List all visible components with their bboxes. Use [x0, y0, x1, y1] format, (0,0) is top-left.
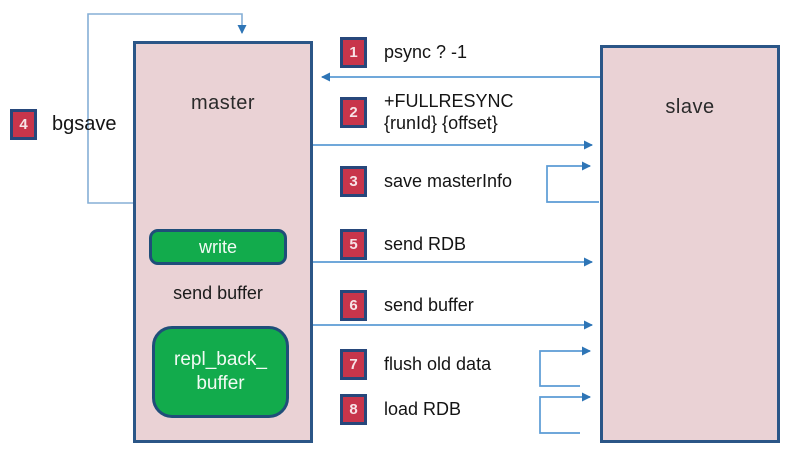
- step-number-badge: 2: [340, 96, 367, 128]
- loop-save-masterinfo: [546, 161, 599, 203]
- step-psync: 1 psync ? -1: [340, 37, 467, 68]
- step-send-buffer: 6 send buffer: [340, 290, 474, 321]
- write-node: write: [149, 229, 287, 265]
- loop-bgsave: [87, 13, 247, 204]
- loop-flush-old-data: [539, 346, 591, 387]
- step-send-rdb: 5 send RDB: [340, 229, 466, 260]
- step-flush-old-data: 7 flush old data: [340, 349, 491, 380]
- step-number-badge: 7: [340, 349, 367, 380]
- step-save-masterinfo: 3 save masterInfo: [340, 166, 512, 197]
- step-bgsave: 4 bgsave: [10, 109, 117, 140]
- step-label: save masterInfo: [384, 171, 513, 192]
- step-label: psync ? -1: [384, 42, 468, 63]
- step-number-badge: 5: [340, 229, 367, 260]
- step-label: flush old data: [384, 354, 492, 375]
- write-node-label: write: [198, 236, 237, 257]
- master-node-label: master: [190, 92, 256, 114]
- step-label: send buffer: [384, 295, 474, 316]
- step-load-rdb: 8 load RDB: [340, 394, 461, 425]
- slave-node-label: slave: [665, 96, 715, 118]
- repl-back-buffer-label: repl_back_ buffer: [174, 349, 267, 394]
- step-number-badge: 8: [340, 394, 367, 425]
- step-label: send RDB: [384, 234, 467, 255]
- step-label: load RDB: [384, 399, 462, 420]
- step-number-badge: 3: [340, 166, 367, 197]
- send-buffer-caption: send buffer: [173, 283, 263, 303]
- step-label: bgsave: [52, 113, 117, 135]
- step-fullresync: 2 +FULLRESYNC {runId} {offset}: [340, 90, 514, 134]
- step-number-badge: 4: [10, 109, 37, 140]
- step-number-badge: 6: [340, 290, 367, 321]
- slave-node: slave: [600, 45, 780, 443]
- step-number-badge: 1: [340, 37, 367, 68]
- loop-load-rdb: [539, 392, 591, 434]
- step-label: +FULLRESYNC {runId} {offset}: [384, 90, 514, 134]
- repl-back-buffer-node: repl_back_ buffer: [152, 326, 289, 418]
